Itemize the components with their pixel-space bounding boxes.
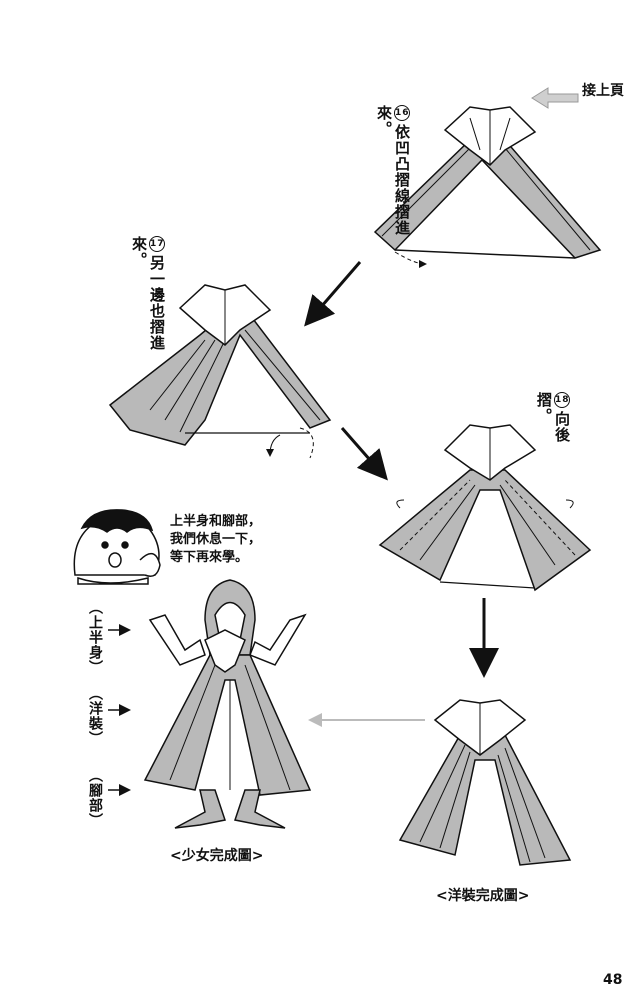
page-number: 48 — [603, 972, 623, 988]
dress-figure — [398, 699, 572, 866]
flow-arrow-2 — [340, 427, 388, 481]
label-dress: （洋裝） — [87, 686, 103, 746]
step18-number: 18 — [554, 392, 570, 408]
caption-girl: <少女完成圖> — [170, 848, 264, 864]
label-legs: （腳部） — [87, 768, 103, 828]
label-upper-body: （上半身） — [87, 600, 103, 675]
step17-number: 17 — [149, 236, 165, 252]
step18-figure — [378, 424, 592, 592]
speech-bubble: 上半身和腳部， 我們休息一下， 等下再來學。 — [170, 513, 261, 567]
step18-instruction: 18向後摺。 — [535, 392, 571, 472]
continue-arrow — [531, 87, 579, 109]
step17-instruction: 17另一邊也摺進來。 — [130, 236, 166, 376]
cartoon-boy — [73, 509, 161, 585]
step17-figure — [108, 284, 332, 459]
step16-text: 依凹凸摺線摺進來。 — [375, 105, 411, 236]
step16-figure — [373, 106, 602, 268]
continue-label: 接上頁 — [582, 83, 624, 99]
speech-line-3: 等下再來學。 — [170, 550, 249, 565]
speech-line-1: 上半身和腳部， — [170, 514, 262, 529]
speech-line-2: 我們休息一下， — [170, 532, 262, 547]
part-arrows — [108, 624, 131, 796]
step17-text: 另一邊也摺進來。 — [130, 236, 166, 351]
assembly-arrow — [308, 713, 425, 727]
caption-dress: <洋裝完成圖> — [436, 888, 530, 904]
flow-arrow-1 — [304, 261, 362, 327]
step18-text: 向後摺。 — [535, 392, 571, 443]
girl-figure — [143, 579, 312, 829]
step16-instruction: 16依凹凸摺線摺進來。 — [375, 105, 411, 255]
step16-number: 16 — [394, 105, 410, 121]
